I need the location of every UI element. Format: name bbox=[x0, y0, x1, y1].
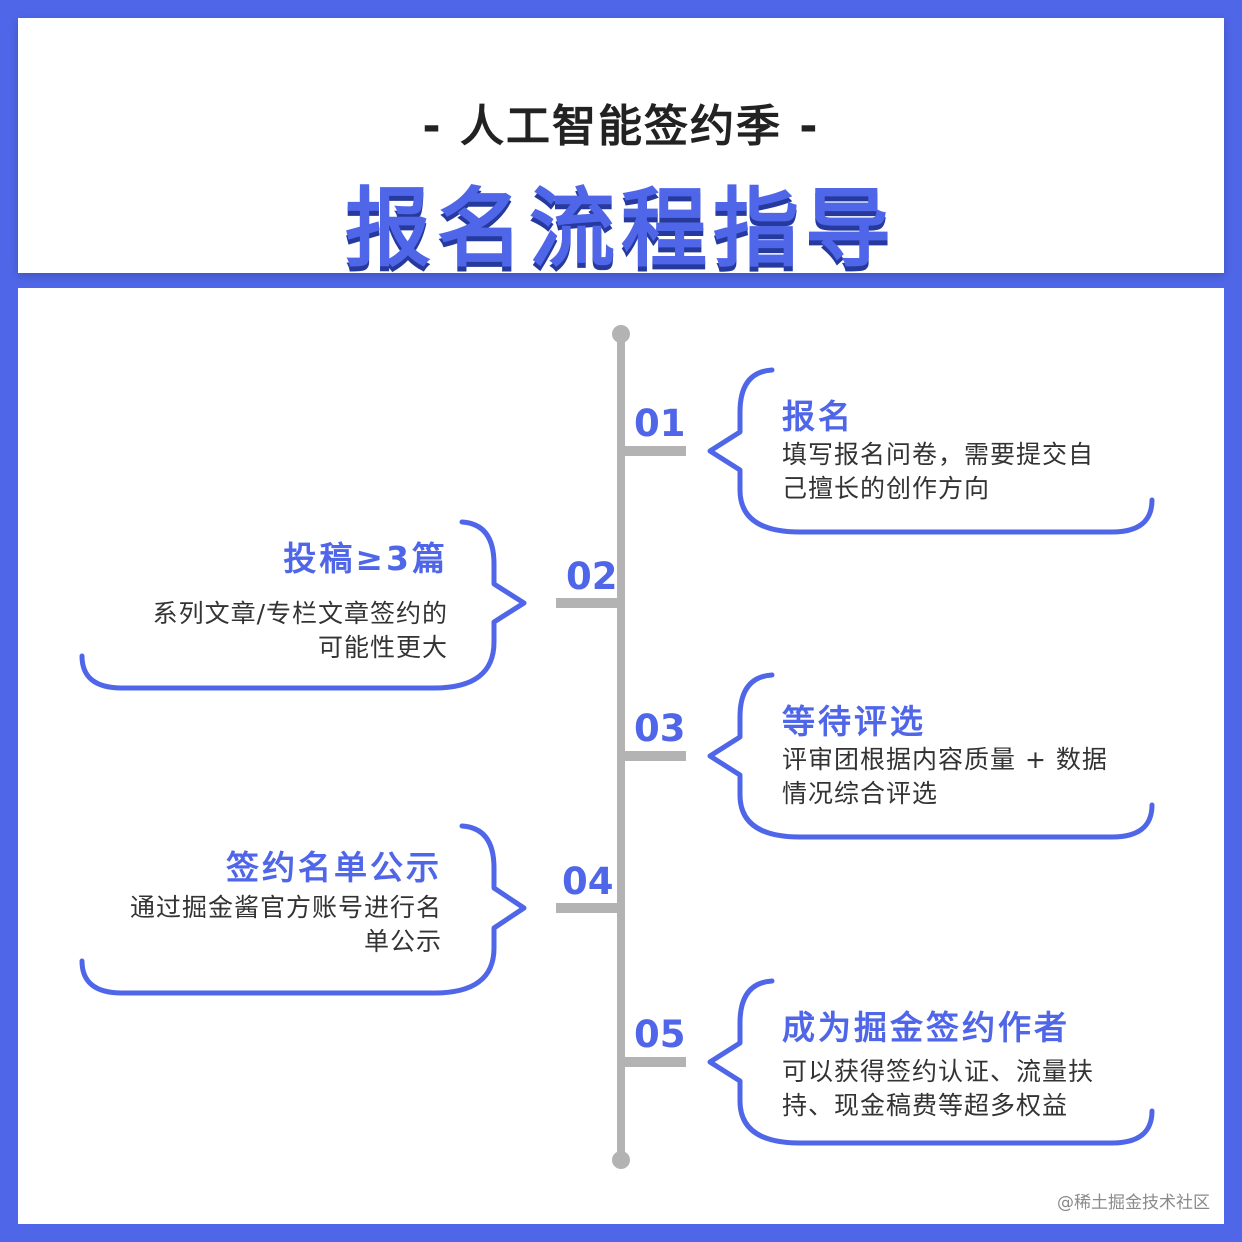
step-01-desc-line1: 填写报名问卷，需要提交自 bbox=[782, 440, 1095, 469]
step-01-number: 01 bbox=[634, 402, 686, 445]
step-05-desc-line1: 可以获得签约认证、流量扶 bbox=[782, 1057, 1095, 1086]
step-05-title: 成为掘金签约作者 bbox=[782, 1008, 1070, 1047]
step-02-desc-line2: 可能性更大 bbox=[317, 633, 448, 662]
step-05-number: 05 bbox=[634, 1013, 686, 1056]
step-04-desc-line2: 单公示 bbox=[363, 927, 442, 956]
subtitle: - 人工智能签约季 - bbox=[422, 101, 820, 152]
timeline-end-dot bbox=[612, 1151, 630, 1169]
timeline-start-dot bbox=[612, 325, 630, 343]
step-04-frame bbox=[79, 823, 527, 996]
watermark: @稀土掘金技术社区 bbox=[1057, 1193, 1210, 1213]
page-title: 报名流程指导 bbox=[345, 179, 897, 279]
step-04-desc-line1: 通过掘金酱官方账号进行名 bbox=[129, 893, 442, 922]
step-04-number: 04 bbox=[562, 860, 614, 903]
step-04-title: 签约名单公示 bbox=[226, 848, 442, 887]
step-01-frame bbox=[707, 367, 1155, 535]
step-05-desc-line2: 持、现金稿费等超多权益 bbox=[782, 1091, 1069, 1120]
step-05-frame bbox=[707, 978, 1155, 1146]
step-02-frame bbox=[79, 519, 527, 691]
step-03-desc-line2: 情况综合评选 bbox=[782, 779, 939, 808]
step-02-title: 投稿≥3篇 bbox=[283, 539, 448, 578]
step-01-title: 报名 bbox=[782, 397, 854, 436]
header-card: - 人工智能签约季 - 报名流程指导 bbox=[18, 18, 1224, 279]
step-03-title: 等待评选 bbox=[782, 702, 926, 741]
step-02-number: 02 bbox=[566, 555, 618, 598]
step-01-desc-line2: 己擅长的创作方向 bbox=[782, 474, 991, 503]
step-03-frame bbox=[707, 672, 1155, 840]
step-02-desc-line1: 系列文章/专栏文章签约的 bbox=[152, 599, 448, 628]
step-03-desc-line1: 评审团根据内容质量 + 数据 bbox=[782, 745, 1108, 774]
step-03-number: 03 bbox=[634, 707, 686, 750]
